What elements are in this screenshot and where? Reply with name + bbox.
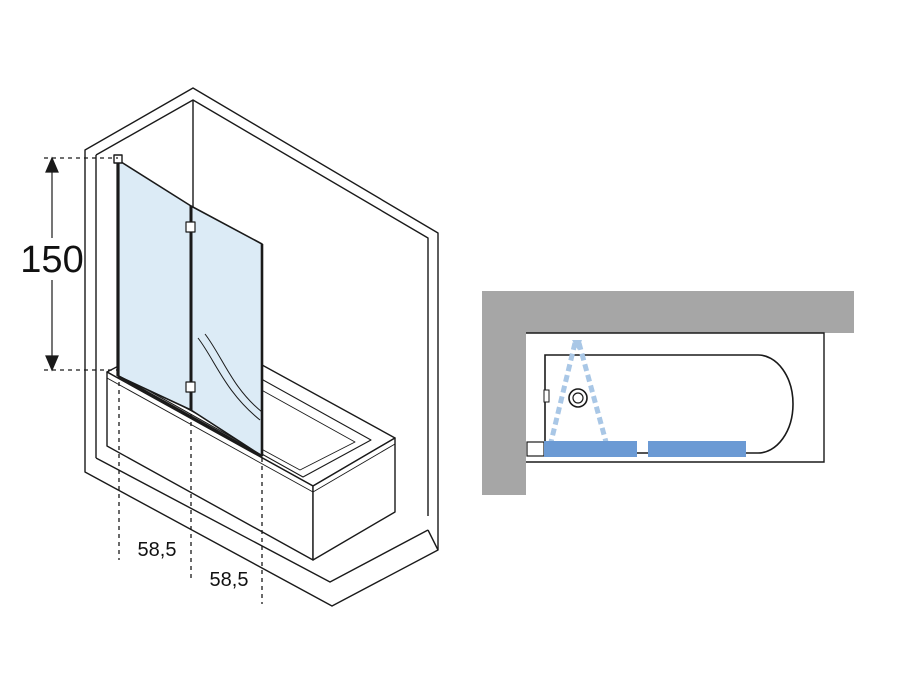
height-label: 150: [20, 239, 83, 281]
screen-panel-plan-1: [544, 441, 637, 457]
hinge-upper: [185, 221, 196, 233]
isometric-view: [84, 87, 439, 607]
shower-spray-icon: [548, 342, 609, 443]
panel-width-label-2: 58,5: [210, 569, 249, 591]
wall-profile: [113, 154, 123, 164]
tub-reflection-curve: [197, 337, 261, 421]
plan-view: [482, 291, 854, 495]
wall-profile-plan: [526, 441, 545, 457]
screen-panel-plan-2: [648, 441, 746, 457]
width-dimension-guides: [118, 382, 263, 604]
tub-basin: [544, 354, 794, 454]
bathtub-side-panel: [312, 437, 396, 561]
drain-icon: [568, 388, 588, 408]
niche-inner-wall: [95, 99, 429, 516]
tub-outline: [526, 332, 825, 463]
wall-l-shape: [482, 291, 854, 495]
tap-mark: [543, 389, 550, 403]
panel-width-label-1: 58,5: [138, 539, 177, 561]
shower-head-mark: [572, 340, 582, 350]
glass-screen: [113, 154, 264, 458]
hinge-lower: [185, 381, 196, 393]
